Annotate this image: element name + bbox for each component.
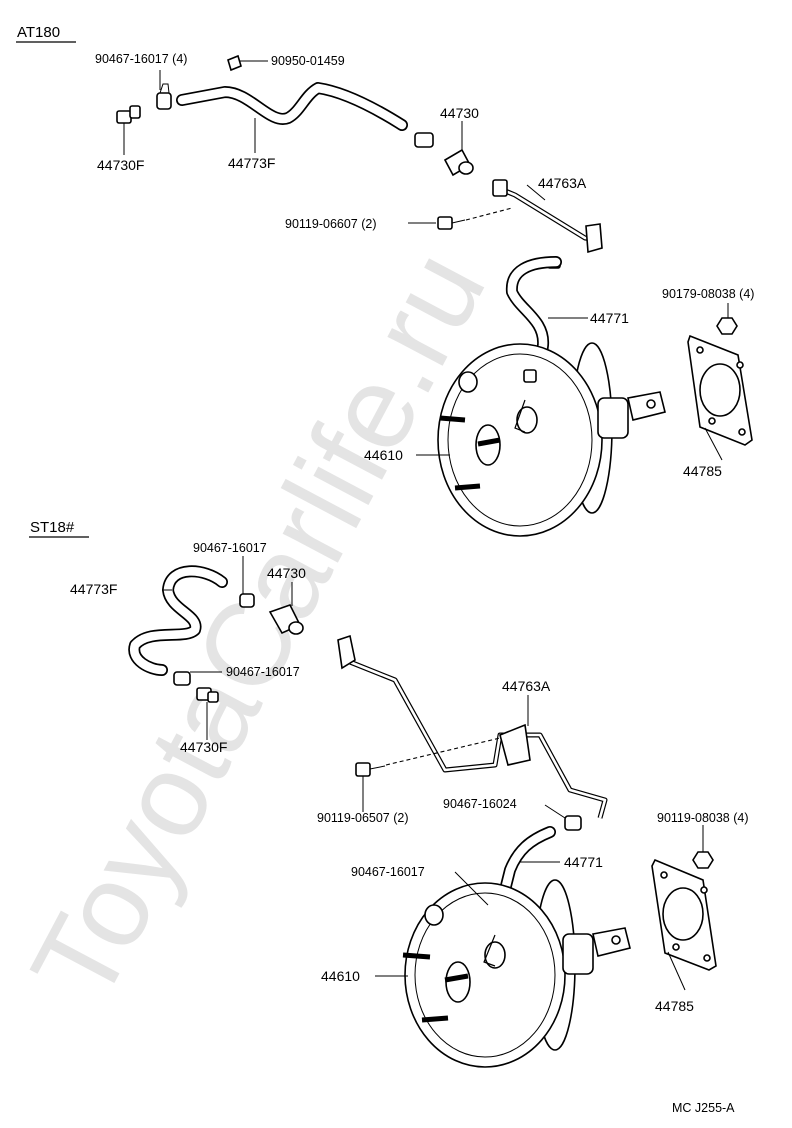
part-label: 44763A (502, 678, 551, 694)
part-label: 44730 (267, 565, 306, 581)
part-label: 44610 (321, 968, 360, 984)
part-label: 44773F (70, 581, 117, 597)
vacuum-pipe-44763a (492, 179, 603, 269)
hose-clamp (156, 83, 172, 110)
bolt-90119 (355, 737, 501, 777)
part-label: 44773F (228, 155, 275, 171)
check-valve-44730f (196, 687, 219, 703)
part-label: 44785 (655, 998, 694, 1014)
part-label: 44785 (683, 463, 722, 479)
part-label: 90467-16024 (443, 797, 517, 811)
check-valve-44730 (268, 604, 304, 635)
section-at180: AT180 (16, 24, 754, 537)
brake-booster-44610 (402, 879, 631, 1068)
vacuum-hose-44773f (176, 82, 408, 131)
part-label: 44771 (590, 310, 629, 326)
nut-90179 (716, 317, 738, 335)
part-label: 44730F (97, 157, 144, 173)
hose-clamp (173, 593, 255, 686)
part-label: 90179-08038 (4) (662, 287, 754, 301)
nut-90119 (692, 851, 714, 869)
check-valve-44730 (443, 148, 474, 177)
part-label: 90119-06507 (2) (317, 811, 409, 825)
vacuum-hose-44771 (505, 256, 562, 376)
part-label: 44610 (364, 447, 403, 463)
part-label: 90467-16017 (351, 865, 425, 879)
part-label: 90119-08038 (4) (657, 811, 749, 825)
section-st18: ST18# (29, 519, 749, 1068)
vacuum-pipe-44763a (337, 634, 608, 819)
part-label: 90950-01459 (271, 54, 345, 68)
section-title-st18: ST18# (30, 519, 75, 536)
clamp-44730 (414, 132, 434, 148)
section-title-at180: AT180 (17, 24, 60, 41)
part-label: 90119-06607 (2) (285, 217, 377, 231)
brake-booster-44610 (437, 342, 666, 537)
check-valve-44730f (116, 105, 141, 150)
part-label: 44771 (564, 854, 603, 870)
diagram-code: MC J255-A (672, 1101, 735, 1115)
part-label: 44730F (180, 739, 227, 755)
gasket-44785 (651, 858, 717, 971)
part-label: 44763A (538, 175, 587, 191)
part-label: 44730 (440, 105, 479, 121)
hose-clip-90950 (227, 54, 242, 72)
hose-clamp (564, 815, 582, 831)
vacuum-hose-44773f (128, 565, 228, 676)
gasket-44785 (687, 334, 753, 446)
bolt-90119 (437, 207, 513, 230)
part-label: 90467-16017 (193, 541, 267, 555)
part-label: 90467-16017 (226, 665, 300, 679)
part-label: 90467-16017 (4) (95, 52, 187, 66)
